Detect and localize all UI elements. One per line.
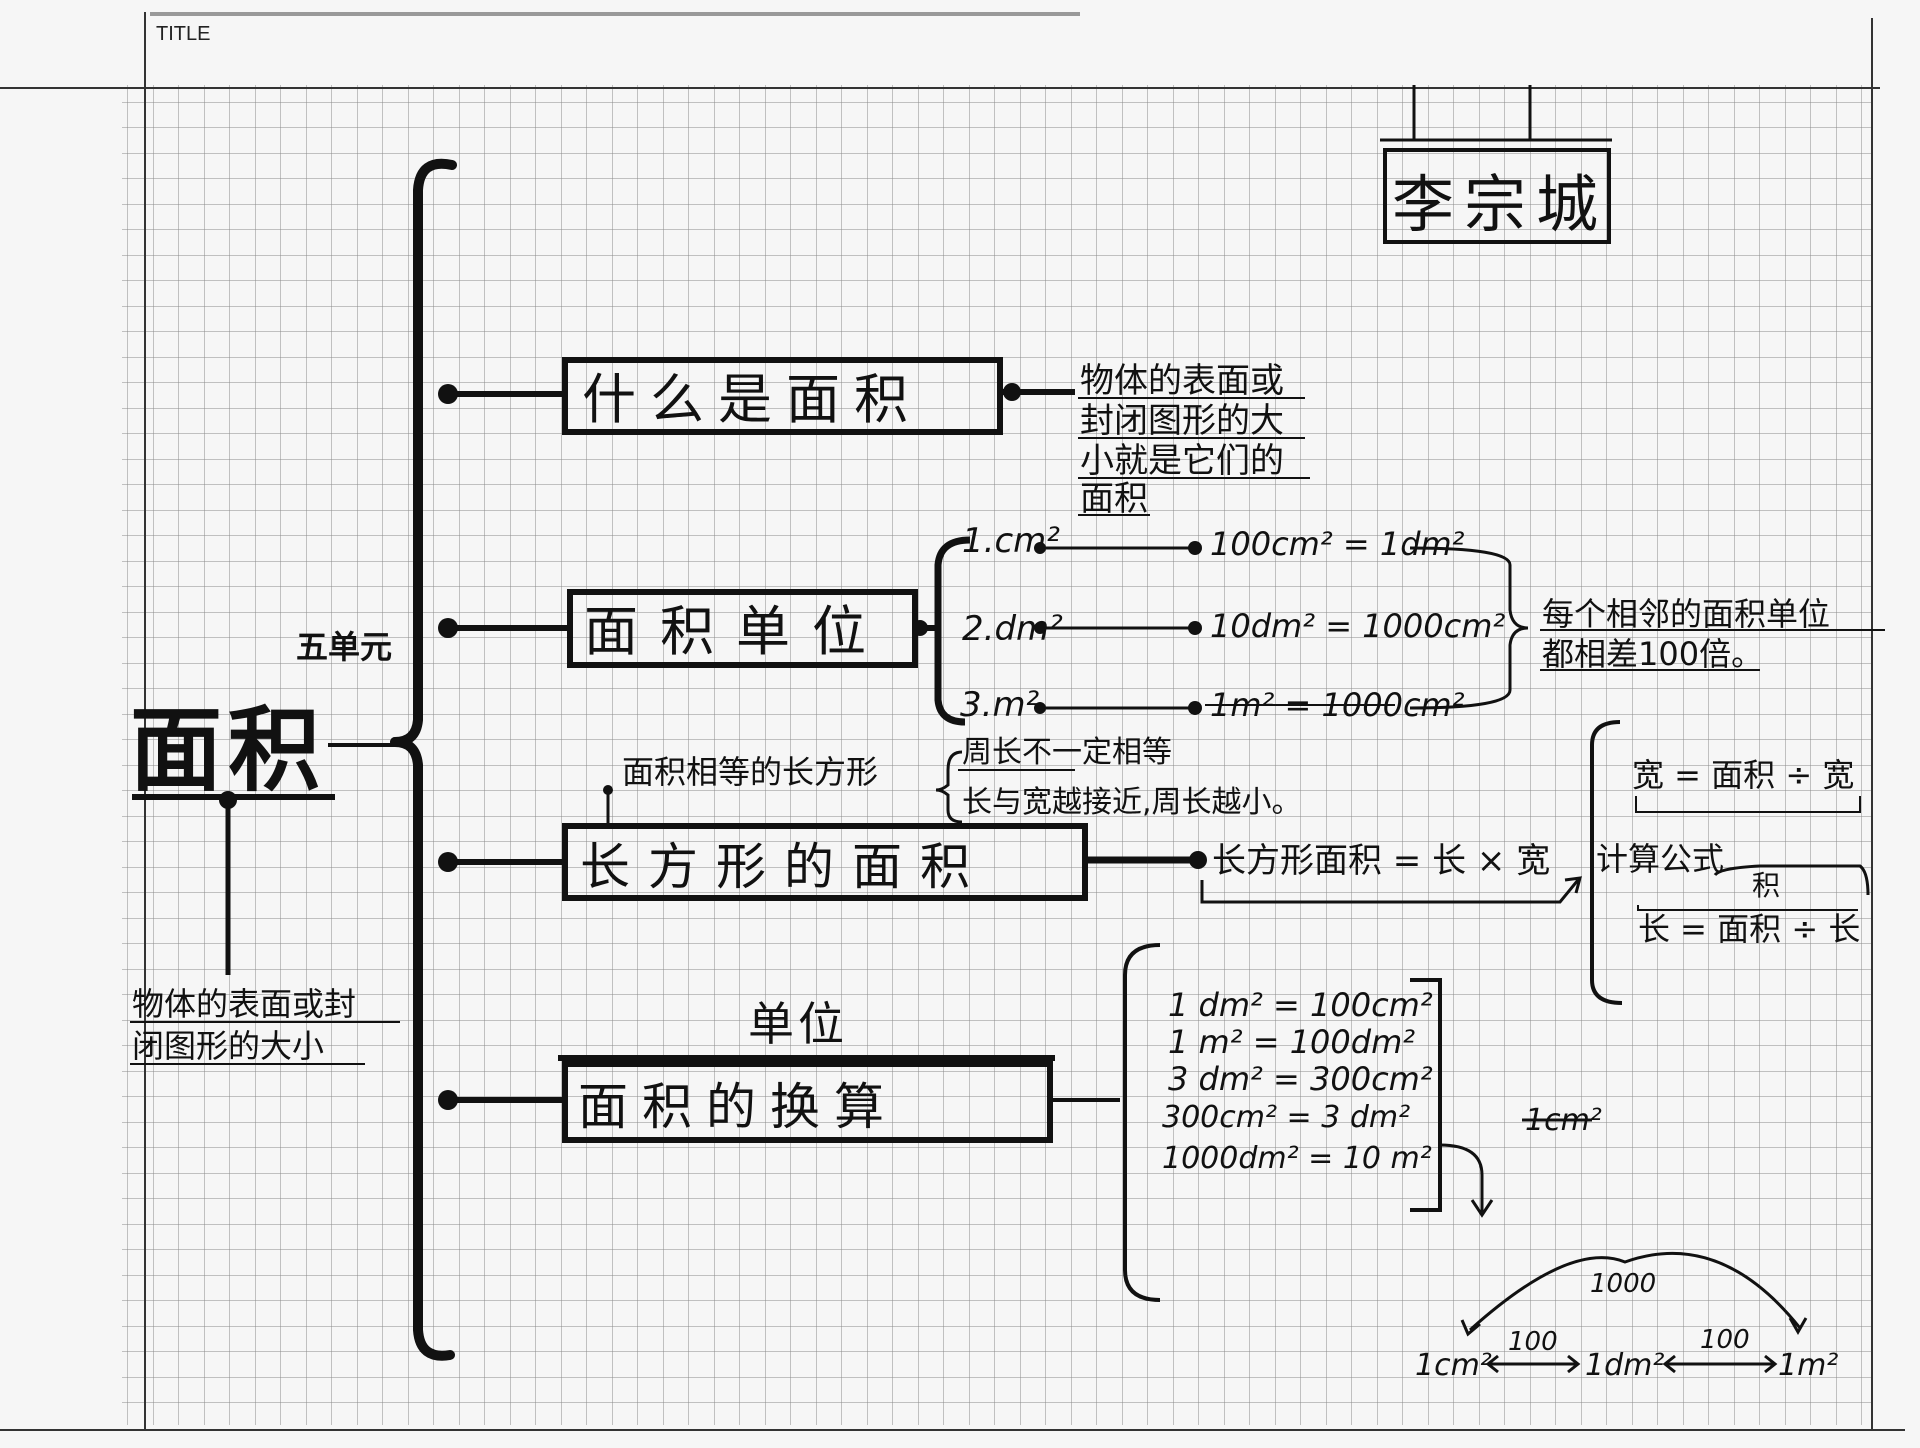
author-name: 李宗城 [1392,168,1608,241]
equal-area-note-2: 长与宽越接近,周长越小。 [962,785,1302,820]
root-definition-line-1: 物体的表面或封 [132,985,356,1023]
unit-summary-brace [1409,546,1529,710]
what-is-area-box [562,357,1003,435]
what-is-area-dot [1003,383,1021,401]
what-is-area-note-2: 封闭图形的大 [1080,401,1284,441]
equal-area-dot [603,785,613,795]
scale-unit-1: 1cm² [1415,1348,1492,1383]
conversion-equation-2: 1 m² = 100dm² [1168,1023,1415,1061]
rectangle-formula-dot [1189,851,1207,869]
title-label: TITLE [156,23,210,45]
length-correction: 积 [1752,869,1780,902]
what-is-area-note: 物体的表面或 封闭图形的大 小就是它们的 面积 [1078,361,1310,519]
unit-conversion-dots [1034,541,1202,715]
branch-dots [438,384,458,1110]
step-arrow-1 [1485,1354,1581,1374]
rectangle-formula-arrow [1200,879,1580,904]
unit-conversion-lines [1040,546,1195,710]
unit-conversion-1: 100cm² = 1dm² [1210,525,1465,563]
overall-rate-arc [1468,1251,1802,1332]
rectangle-formula-arrowhead [1564,876,1583,894]
rectangle-formula: 长方形面积 = 长 × 宽 [1212,841,1550,881]
step-rate-2: 100 [1700,1325,1750,1355]
formula-brace [1590,720,1623,1005]
conversion-equation-5: 1000dm² = 10 m² [1162,1141,1432,1176]
unit-scale: 1000 1cm² 1dm² 1m² 100 100 [1415,1251,1838,1383]
length-formula-bracket [1637,905,1858,911]
unit-conversion-above-label: 单位 [748,997,848,1051]
conversion-equation-3: 3 dm² = 300cm² [1168,1060,1433,1098]
area-units-dot [912,620,928,636]
rectangle-area-label: 长方形的面积 [580,838,988,896]
equal-area-note-1: 周长不一定相等 [962,735,1172,770]
what-is-area-note-3: 小就是它们的 [1080,441,1284,481]
conversion-down-arrow [1439,1143,1494,1218]
overall-rate-arrowheads [1460,1317,1808,1337]
area-units-brace [934,536,971,726]
equal-area-brace [935,750,963,824]
equal-area-heading: 面积相等的长方形 [622,753,878,791]
what-is-area-note-1: 物体的表面或 [1080,361,1284,401]
area-units-label: 面积单位 [584,600,888,663]
length-formula-arc [1713,864,1870,896]
formula-heading: 计算公式 [1596,840,1724,878]
width-formula-bracket [1635,796,1861,813]
page-frame [0,12,1905,1431]
conversion-equations-bracket [1410,978,1442,1212]
step-arrow-2 [1662,1354,1778,1374]
what-is-area-note-4: 面积 [1080,479,1148,519]
unit-summary-line-2: 都相差100倍。 [1542,635,1763,673]
unit-summary-line-1: 每个相邻的面积单位 [1542,595,1830,633]
scale-unit-3: 1m² [1778,1348,1838,1383]
unit-item-1: 1.cm² [962,521,1060,561]
length-formula: 长 = 面积 ÷ 长 [1638,910,1860,948]
step-rate-1: 100 [1508,1327,1558,1357]
unit-note: 五单元 [296,628,392,666]
conversion-equation-1: 1 dm² = 100cm² [1168,986,1433,1024]
overall-rate: 1000 [1590,1269,1656,1299]
conversion-equation-4: 300cm² = 3 dm² [1162,1100,1410,1135]
root-title: 面积 [130,697,326,804]
unit-conversion-label: 面积的换算 [578,1078,898,1136]
unit-summary: 每个相邻的面积单位 都相差100倍。 [1540,595,1885,673]
main-spine [390,158,457,1361]
root-definition: 物体的表面或封 闭图形的大小 [130,985,400,1065]
unit-conversion-2: 10dm² = 1000cm² [1210,607,1505,645]
width-formula: 宽 = 面积 ÷ 宽 [1632,756,1854,794]
branch-connectors [448,391,570,1103]
what-is-area-label: 什么是面积 [582,368,922,431]
unit-conversion-brace [1123,943,1161,1302]
scale-unit-2: 1dm² [1585,1348,1664,1383]
author-box [1380,85,1612,244]
conversion-equations: 1 dm² = 100cm² 1 m² = 100dm² 3 dm² = 300… [1162,986,1433,1176]
root-definition-line-2: 闭图形的大小 [132,1027,324,1065]
unit-item-3: 3.m² [960,685,1040,725]
unit-conversions: 100cm² = 1dm² 10dm² = 1000cm² 1m² = 1000… [1210,525,1505,724]
